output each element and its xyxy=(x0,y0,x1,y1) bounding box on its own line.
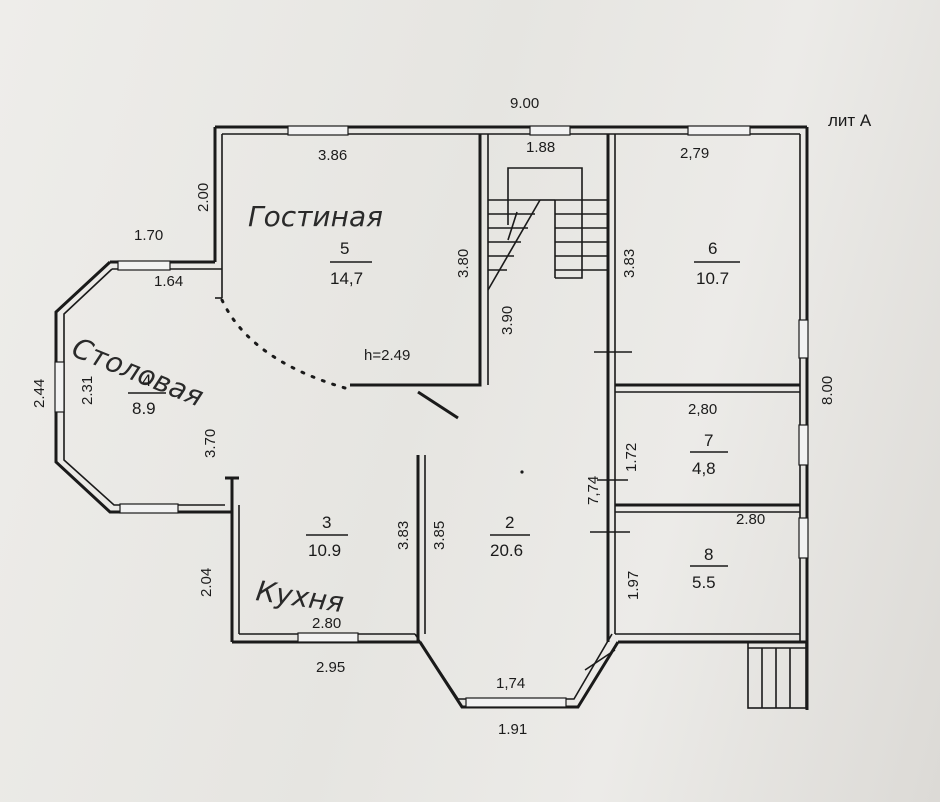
dotted-arc xyxy=(220,298,347,390)
dim-label: 2.80 xyxy=(736,511,765,528)
room-3-name: Кухня xyxy=(254,574,346,619)
dim-label: 3.83 xyxy=(395,521,412,550)
dim-label: h=2.49 xyxy=(364,347,410,364)
room-6-number: 6 xyxy=(708,239,717,258)
dim-label: 1,74 xyxy=(496,675,525,692)
dim-label: 2.95 xyxy=(316,659,345,676)
dim-label: 1.70 xyxy=(134,227,163,244)
room-7-number: 7 xyxy=(704,431,713,450)
room-2-number: 2 xyxy=(505,513,514,532)
dim-label: 2,80 xyxy=(688,401,717,418)
dim-label: 3.80 xyxy=(455,249,472,278)
porch-steps xyxy=(747,641,807,709)
dim-label: 2.44 xyxy=(31,379,48,408)
staircase xyxy=(487,167,608,291)
dim-label: 1.88 xyxy=(526,139,555,156)
room-5-number: 5 xyxy=(340,239,349,258)
dim-label: 1.72 xyxy=(623,443,640,472)
room-3-number: 3 xyxy=(322,513,331,532)
dim-label: 1.97 xyxy=(625,571,642,600)
room-4-number: 4 xyxy=(142,371,151,390)
overall-depth-label: 8.00 xyxy=(819,376,836,405)
windows xyxy=(54,125,809,708)
room-5-name: Гостиная xyxy=(248,200,383,233)
dim-label: 3.70 xyxy=(202,429,219,458)
dim-label: 7,74 xyxy=(585,476,602,505)
dim-label: 2.80 xyxy=(312,615,341,632)
outer-walls xyxy=(54,125,809,710)
room-3-area: 10.9 xyxy=(308,541,341,560)
dim-label: 1.91 xyxy=(498,721,527,738)
dim-label: 2.04 xyxy=(198,568,215,597)
dim-label: 2.31 xyxy=(79,376,96,405)
room-5-area: 14,7 xyxy=(330,269,363,288)
interior-walls xyxy=(215,134,800,671)
dimension-labels: 3.86 1.88 2,79 2.00 1.70 1.64 3.80 3.83 … xyxy=(31,139,765,738)
room-2-area: 20.6 xyxy=(490,541,523,560)
dim-label: 2,79 xyxy=(680,145,709,162)
room-8-area: 5.5 xyxy=(692,573,716,592)
room-8-number: 8 xyxy=(704,545,713,564)
room-6-area: 10.7 xyxy=(696,269,729,288)
dim-label: 3.83 xyxy=(621,249,638,278)
dim-label: 3.90 xyxy=(499,306,516,335)
building-letter-label: лит А xyxy=(828,111,872,130)
dim-label: 3.85 xyxy=(431,521,448,550)
room-4-area: 8.9 xyxy=(132,399,156,418)
dim-label: 3.86 xyxy=(318,147,347,164)
dim-label: 2.00 xyxy=(195,183,212,212)
hall-dot xyxy=(520,470,524,474)
overall-width-label: 9.00 xyxy=(510,95,539,112)
room-7-area: 4,8 xyxy=(692,459,716,478)
dim-label: 1.64 xyxy=(154,273,183,290)
